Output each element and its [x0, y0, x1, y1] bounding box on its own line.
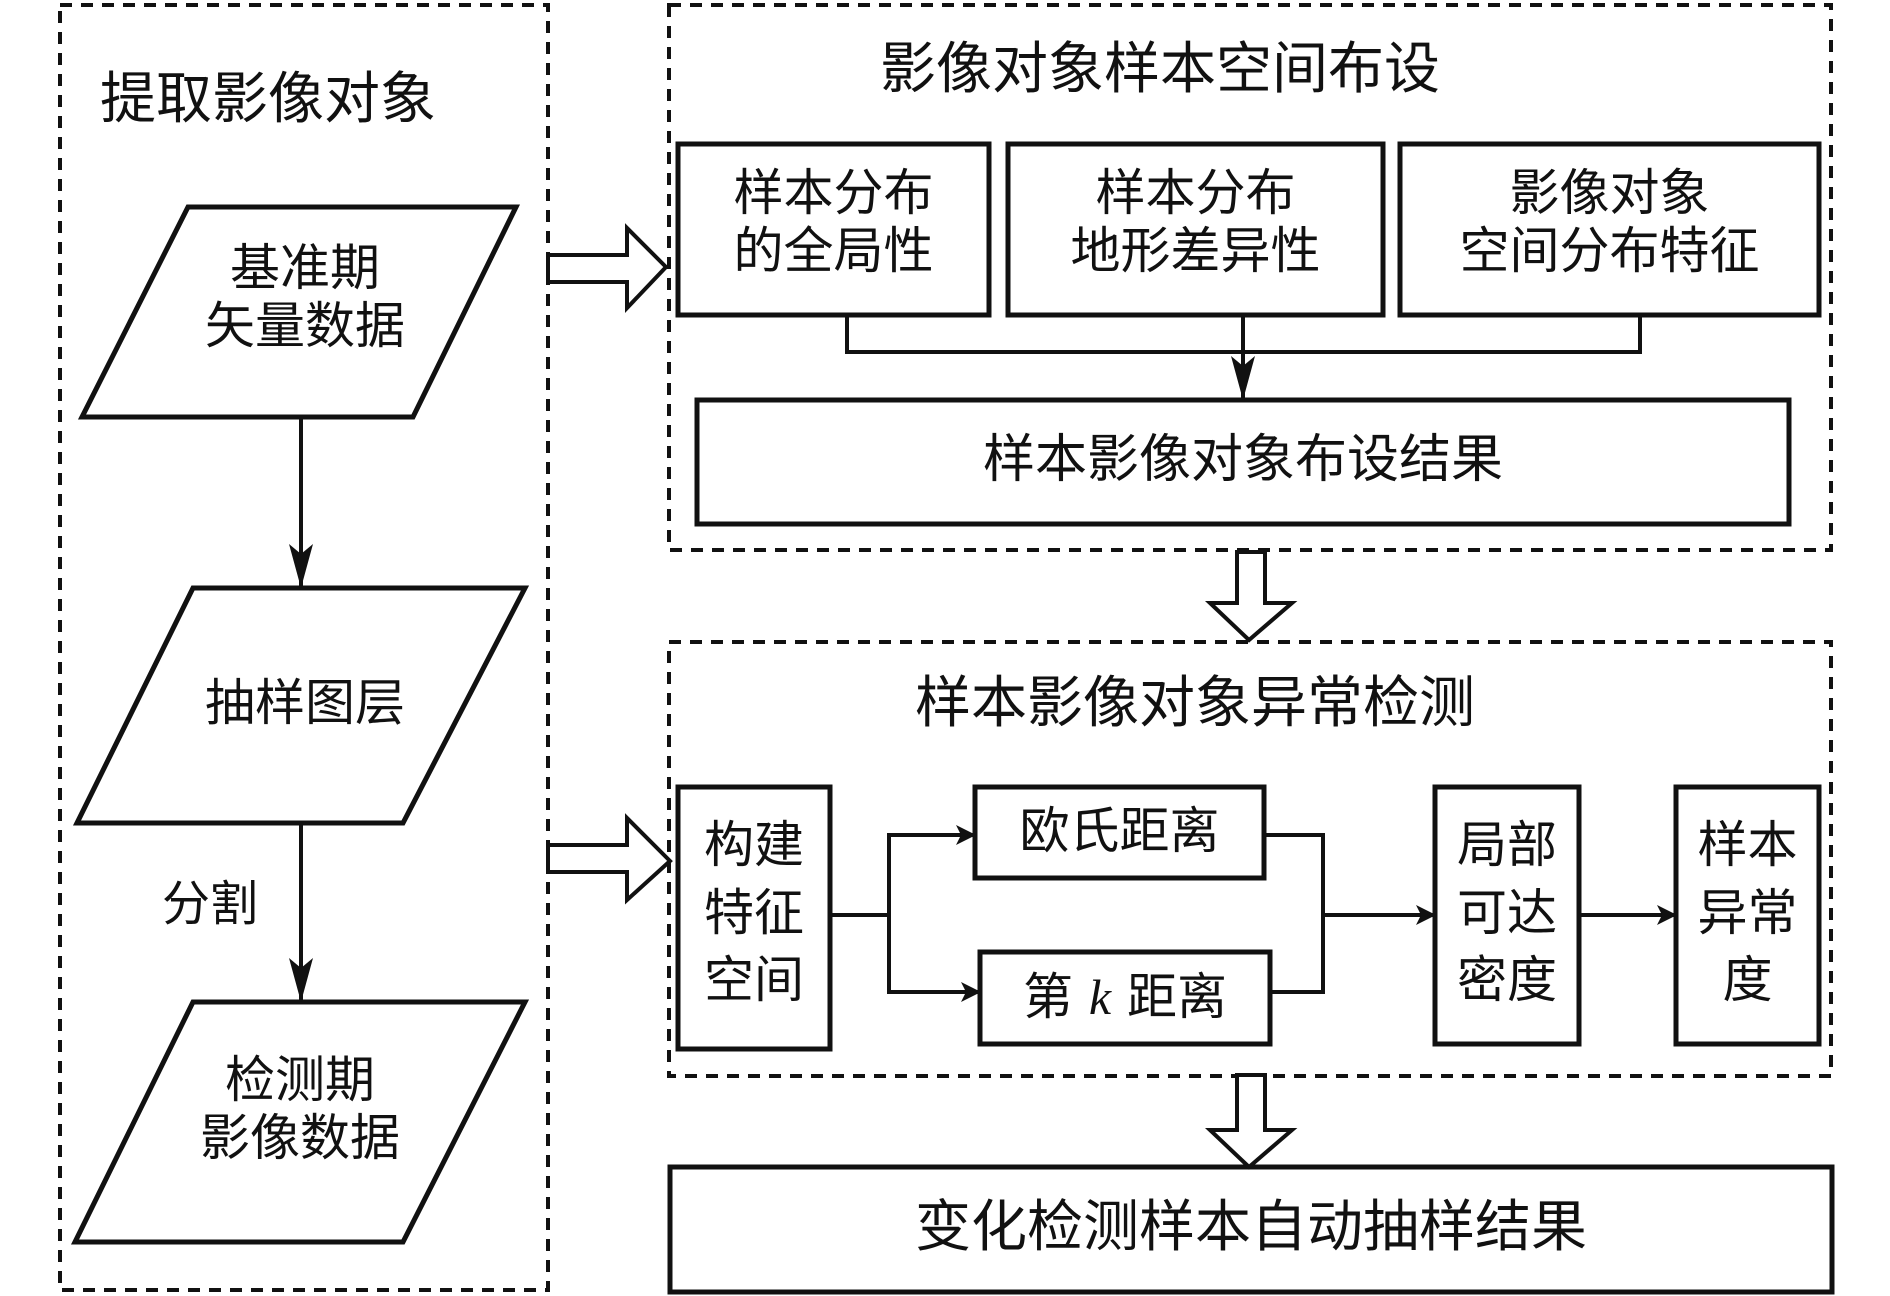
layout-result: 样本影像对象布设结果: [982, 430, 1503, 490]
euclidean-distance-box: [972, 784, 1267, 881]
panel-title-anomaly-detection: 样本影像对象异常检测: [915, 671, 1475, 736]
final-result: 变化检测样本自动抽样结果: [915, 1195, 1587, 1260]
edge-label-segmentation: 分割: [162, 876, 259, 932]
anomaly-score: 样本 异常 度: [1697, 816, 1798, 1009]
factor-globality-box: [675, 141, 992, 318]
edge-branch-vertical: [887, 833, 980, 994]
node-sampling-layer-shape: [72, 585, 530, 826]
block-arrow-to-layout: [546, 223, 669, 314]
node-sampling-layer: 抽样图层: [205, 674, 405, 732]
local-reach-density: 局部 可达 密度: [1457, 816, 1557, 1009]
node-reference-vector: 基准期 矢量数据: [205, 239, 405, 355]
node-reference-vector-shape: [77, 204, 521, 420]
edge-distances-merge: [1264, 833, 1325, 994]
block-arrow-to-anomaly: [546, 813, 673, 905]
panel-sample-layout: [667, 3, 1833, 552]
block-arrow-layout-to-anomaly: [1204, 550, 1298, 643]
factor-globality: 样本分布 的全局性: [733, 164, 934, 280]
k-distance-suffix: 距离: [1127, 968, 1227, 1026]
panel-title-extract-objects: 提取影像对象: [100, 67, 436, 132]
factor-spatial: 影像对象 空间分布特征: [1459, 164, 1760, 280]
feature-space-box: [675, 784, 833, 1052]
feature-space: 构建 特征 空间: [704, 816, 804, 1009]
panel-extract-objects: [58, 3, 550, 1292]
k-distance-box: [977, 949, 1273, 1047]
k-distance-prefix: 第: [1022, 968, 1073, 1026]
block-arrow-anomaly-to-final: [1204, 1073, 1298, 1170]
layout-result-box: [694, 397, 1792, 527]
factor-terrain: 样本分布 地形差异性: [1070, 164, 1321, 280]
final-result-box: [667, 1164, 1835, 1295]
factor-terrain-box: [1005, 141, 1386, 318]
euclidean-distance: 欧氏距离: [1019, 802, 1220, 860]
k-distance: 第 k 距离: [980, 972, 1270, 1022]
k-variable: k: [1088, 969, 1112, 1025]
node-detection-image-shape: [70, 999, 530, 1245]
node-detection-image: 检测期 影像数据: [200, 1051, 400, 1167]
factor-spatial-box: [1397, 141, 1822, 318]
panel-title-sample-layout: 影像对象样本空间布设: [880, 37, 1440, 102]
